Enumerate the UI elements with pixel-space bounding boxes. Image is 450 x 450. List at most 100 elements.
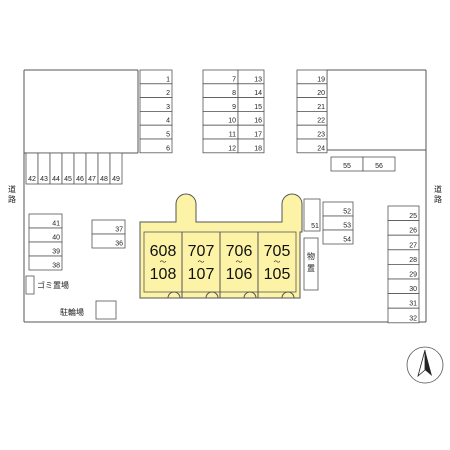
parking-space-number: 45 [64, 176, 72, 183]
parking-space: 48 [97, 152, 111, 185]
storage-label-1: 物 [307, 251, 315, 261]
parking-space-number: 25 [409, 213, 417, 220]
parking-space: 1 [139, 69, 173, 85]
parking-space-number: 2 [166, 90, 170, 97]
parking-space-number: 18 [254, 145, 262, 152]
bicycle-box [95, 300, 117, 320]
unit-number-upper: 706 [226, 243, 253, 260]
door-icon [167, 291, 181, 299]
parking-space: 24 [296, 138, 328, 154]
parking-space: 27 [387, 234, 420, 251]
parking-space-number: 41 [52, 221, 60, 228]
parking-space: 16 [237, 111, 265, 126]
garbage-label: ゴミ置場 [37, 280, 69, 290]
parking-space-number: 6 [166, 145, 170, 152]
parking-space-number: 28 [409, 257, 417, 264]
parking-space: 23 [296, 124, 328, 140]
parking-space-box [109, 152, 123, 185]
unit-range-separator: 〜 [160, 259, 167, 266]
storage-box [303, 237, 319, 291]
parking-space-number: 7 [232, 76, 236, 83]
parking-space-number: 47 [88, 176, 96, 183]
apartment-unit: 707〜107 [181, 232, 219, 299]
parking-space: 53 [322, 215, 354, 231]
apartment-unit: 705〜105 [257, 232, 295, 299]
storage-shed: 物 置 [303, 237, 319, 291]
parking-space: 54 [322, 229, 354, 245]
road-label-west-2: 路 [8, 194, 16, 204]
parking-space-number: 53 [343, 223, 351, 230]
parking-space-number: 11 [229, 132, 236, 139]
unit-range-separator: 〜 [274, 259, 281, 266]
door-icon [281, 291, 295, 299]
parking-space-box [139, 138, 173, 154]
parking-space-number: 17 [254, 132, 262, 139]
unit-number-upper: 608 [150, 243, 177, 260]
parking-space-number: 20 [317, 90, 325, 97]
parking-space: 13 [237, 69, 265, 85]
parking-space: 38 [28, 255, 63, 271]
parking-space: 20 [296, 83, 328, 99]
unit-number-upper: 707 [188, 243, 215, 260]
parking-space: 25 [387, 205, 420, 222]
parking-space-number: 29 [409, 272, 417, 279]
parking-space: 51 [303, 198, 321, 232]
parking-space-number: 16 [254, 118, 262, 125]
parking-space-number: 21 [317, 104, 325, 111]
parking-space: 40 [28, 227, 63, 243]
apartment-unit: 608〜108 [150, 243, 181, 299]
parking-space-number: 26 [409, 228, 417, 235]
apartment-unit: 706〜106 [219, 232, 257, 299]
site-boundary [23, 69, 427, 323]
parking-space-box [91, 233, 126, 249]
parking-space-box [303, 198, 321, 232]
parking-space-number: 15 [254, 104, 262, 111]
parking-space: 30 [387, 278, 420, 295]
parking-spaces: 1234567891011121314151617181920212223244… [25, 69, 420, 324]
parking-space-number: 8 [232, 90, 236, 97]
parking-space: 2 [139, 83, 173, 99]
parking-space-number: 46 [76, 176, 84, 183]
road-label-east-2: 路 [434, 194, 442, 204]
parking-space-number: 56 [375, 163, 383, 170]
parking-space: 8 [202, 83, 239, 99]
parking-space: 42 [25, 152, 39, 185]
parking-space-number: 54 [343, 237, 351, 244]
parking-space-box [296, 138, 328, 154]
parking-space: 46 [73, 152, 87, 185]
parking-space: 39 [28, 241, 63, 257]
parking-space-number: 10 [228, 118, 236, 125]
storage-label-2: 置 [307, 264, 315, 273]
parking-space: 28 [387, 249, 420, 265]
road-label-west-1: 道 [8, 184, 16, 194]
bicycle-label: 駐輪場 [60, 307, 84, 317]
parking-space: 9 [202, 97, 239, 112]
parking-space: 44 [49, 152, 63, 185]
parking-space: 19 [296, 69, 328, 85]
parking-space-number: 3 [166, 104, 170, 111]
parking-space: 18 [237, 138, 265, 154]
parking-space-number: 30 [409, 286, 417, 293]
parking-space-box [237, 138, 265, 154]
unit-number-upper: 705 [264, 243, 291, 260]
parking-space-number: 39 [52, 249, 60, 256]
parking-space-number: 9 [232, 104, 236, 111]
parking-space-box [387, 307, 420, 324]
parking-space-number: 52 [343, 209, 351, 216]
parking-space-number: 44 [52, 176, 60, 183]
parking-space-number: 55 [343, 163, 351, 170]
parking-space: 52 [322, 201, 354, 217]
road-label-west: 道 路 [8, 184, 16, 204]
parking-space-number: 49 [112, 176, 120, 183]
road-label-east: 道 路 [434, 184, 442, 204]
parking-space: 21 [296, 97, 328, 112]
parking-space-number: 48 [100, 176, 108, 183]
road-label-east-1: 道 [434, 184, 442, 194]
door-icon [243, 291, 257, 299]
garbage-area: ゴミ置場 [25, 275, 69, 295]
parking-space-number: 19 [317, 76, 325, 83]
unit-number-lower: 108 [150, 266, 177, 283]
parking-space: 22 [296, 111, 328, 126]
